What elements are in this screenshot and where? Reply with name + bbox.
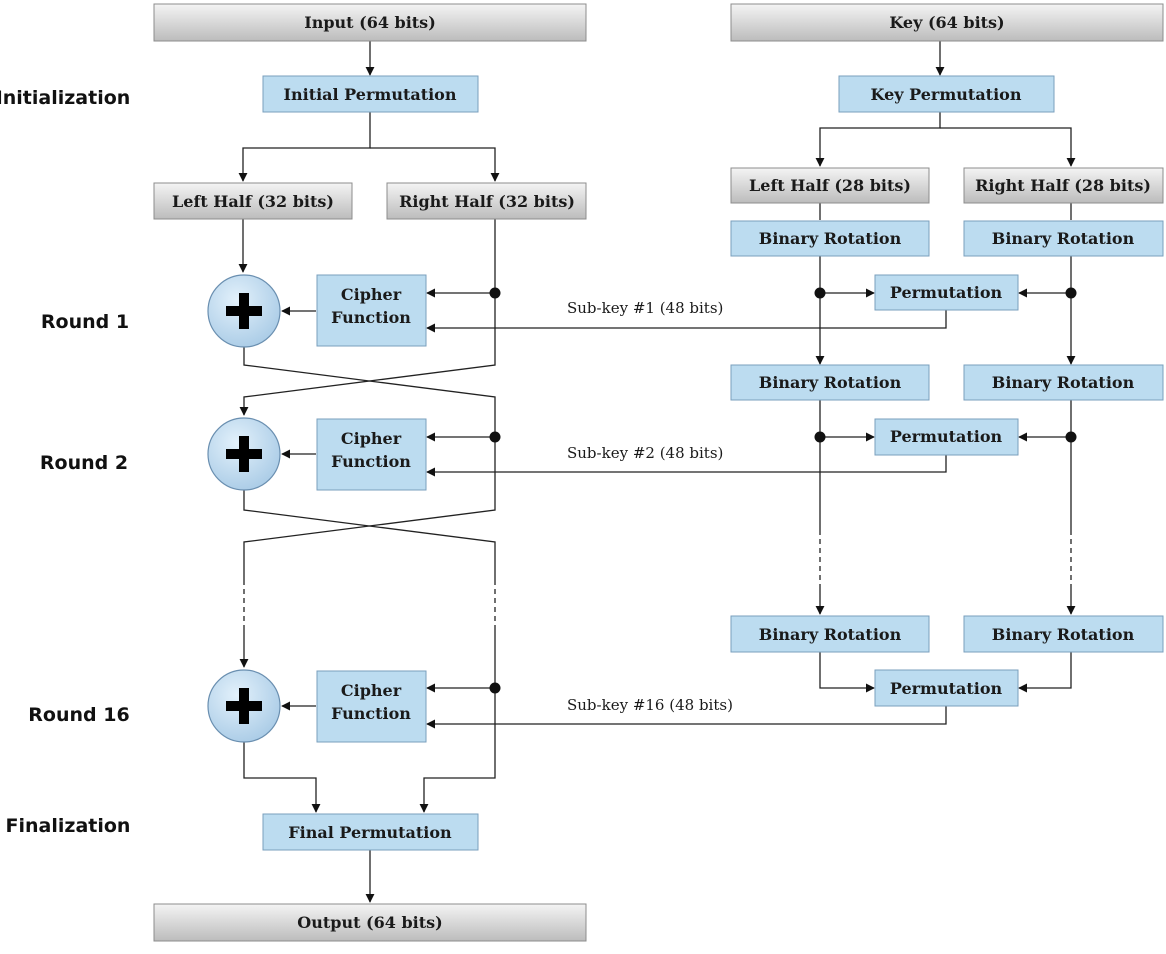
permutation-label: Permutation	[890, 427, 1003, 446]
left-half-data-box: Left Half (32 bits)	[153, 182, 353, 220]
cipher-function-label-line1: Cipher	[341, 429, 402, 448]
cipher-function-round-16: Cipher Function	[316, 670, 427, 743]
stage-labels: Initialization Round 1 Round 2 Round 16 …	[0, 87, 130, 837]
initial-permutation-label: Initial Permutation	[284, 85, 457, 104]
binary-rotation-label: Binary Rotation	[759, 373, 902, 392]
stage-finalization: Finalization	[6, 815, 131, 837]
permutation-box-1: Permutation	[874, 274, 1019, 311]
cipher-function-label-line1: Cipher	[341, 681, 402, 700]
stage-round-16: Round 16	[28, 704, 129, 726]
binary-rotation-label: Binary Rotation	[759, 229, 902, 248]
junction-dots	[489, 287, 1077, 694]
input-label: Input (64 bits)	[304, 13, 436, 32]
final-permutation-label: Final Permutation	[288, 823, 452, 842]
binary-rotation-label: Binary Rotation	[992, 229, 1135, 248]
final-permutation-box: Final Permutation	[262, 813, 479, 851]
stage-initialization: Initialization	[0, 87, 130, 109]
input-box: Input (64 bits)	[153, 3, 587, 42]
subkey-1-label: Sub-key #1 (48 bits)	[567, 299, 723, 317]
cipher-function-label-line2: Function	[331, 452, 411, 471]
binary-rotation-label: Binary Rotation	[992, 625, 1135, 644]
binary-rotation-left-16: Binary Rotation	[730, 615, 930, 653]
cipher-function-label-line2: Function	[331, 308, 411, 327]
permutation-label: Permutation	[890, 679, 1003, 698]
left-half-key-box: Left Half (28 bits)	[730, 167, 930, 204]
subkey-2-label: Sub-key #2 (48 bits)	[567, 444, 723, 462]
binary-rotation-label: Binary Rotation	[759, 625, 902, 644]
left-half-data-label: Left Half (32 bits)	[172, 192, 334, 211]
binary-rotation-left-1: Binary Rotation	[730, 220, 930, 257]
stage-round-2: Round 2	[40, 452, 128, 474]
right-half-data-box: Right Half (32 bits)	[386, 182, 587, 220]
key-box: Key (64 bits)	[730, 3, 1164, 42]
binary-rotation-left-2: Binary Rotation	[730, 364, 930, 401]
right-half-key-box: Right Half (28 bits)	[963, 167, 1164, 204]
cipher-function-label-line2: Function	[331, 704, 411, 723]
output-label: Output (64 bits)	[297, 913, 442, 932]
right-half-key-label: Right Half (28 bits)	[975, 176, 1151, 195]
binary-rotation-label: Binary Rotation	[992, 373, 1135, 392]
output-box: Output (64 bits)	[153, 903, 587, 942]
binary-rotation-right-16: Binary Rotation	[963, 615, 1164, 653]
connection-lines	[238, 41, 1076, 903]
xor-round-2	[207, 417, 281, 491]
subkey-16-label: Sub-key #16 (48 bits)	[567, 696, 733, 714]
stage-round-1: Round 1	[41, 311, 129, 333]
permutation-box-2: Permutation	[874, 418, 1019, 456]
key-label: Key (64 bits)	[889, 13, 1004, 32]
key-permutation-label: Key Permutation	[871, 85, 1022, 104]
xor-round-1	[207, 274, 281, 348]
cipher-function-label-line1: Cipher	[341, 285, 402, 304]
initial-permutation-box: Initial Permutation	[262, 75, 479, 113]
key-permutation-box: Key Permutation	[838, 75, 1055, 113]
cipher-function-round-2: Cipher Function	[316, 418, 427, 491]
left-half-key-label: Left Half (28 bits)	[749, 176, 911, 195]
xor-round-16	[207, 669, 281, 743]
permutation-label: Permutation	[890, 283, 1003, 302]
permutation-box-16: Permutation	[874, 669, 1019, 707]
cipher-function-round-1: Cipher Function	[316, 274, 427, 347]
binary-rotation-right-2: Binary Rotation	[963, 364, 1164, 401]
binary-rotation-right-1: Binary Rotation	[963, 220, 1164, 257]
right-half-data-label: Right Half (32 bits)	[399, 192, 575, 211]
